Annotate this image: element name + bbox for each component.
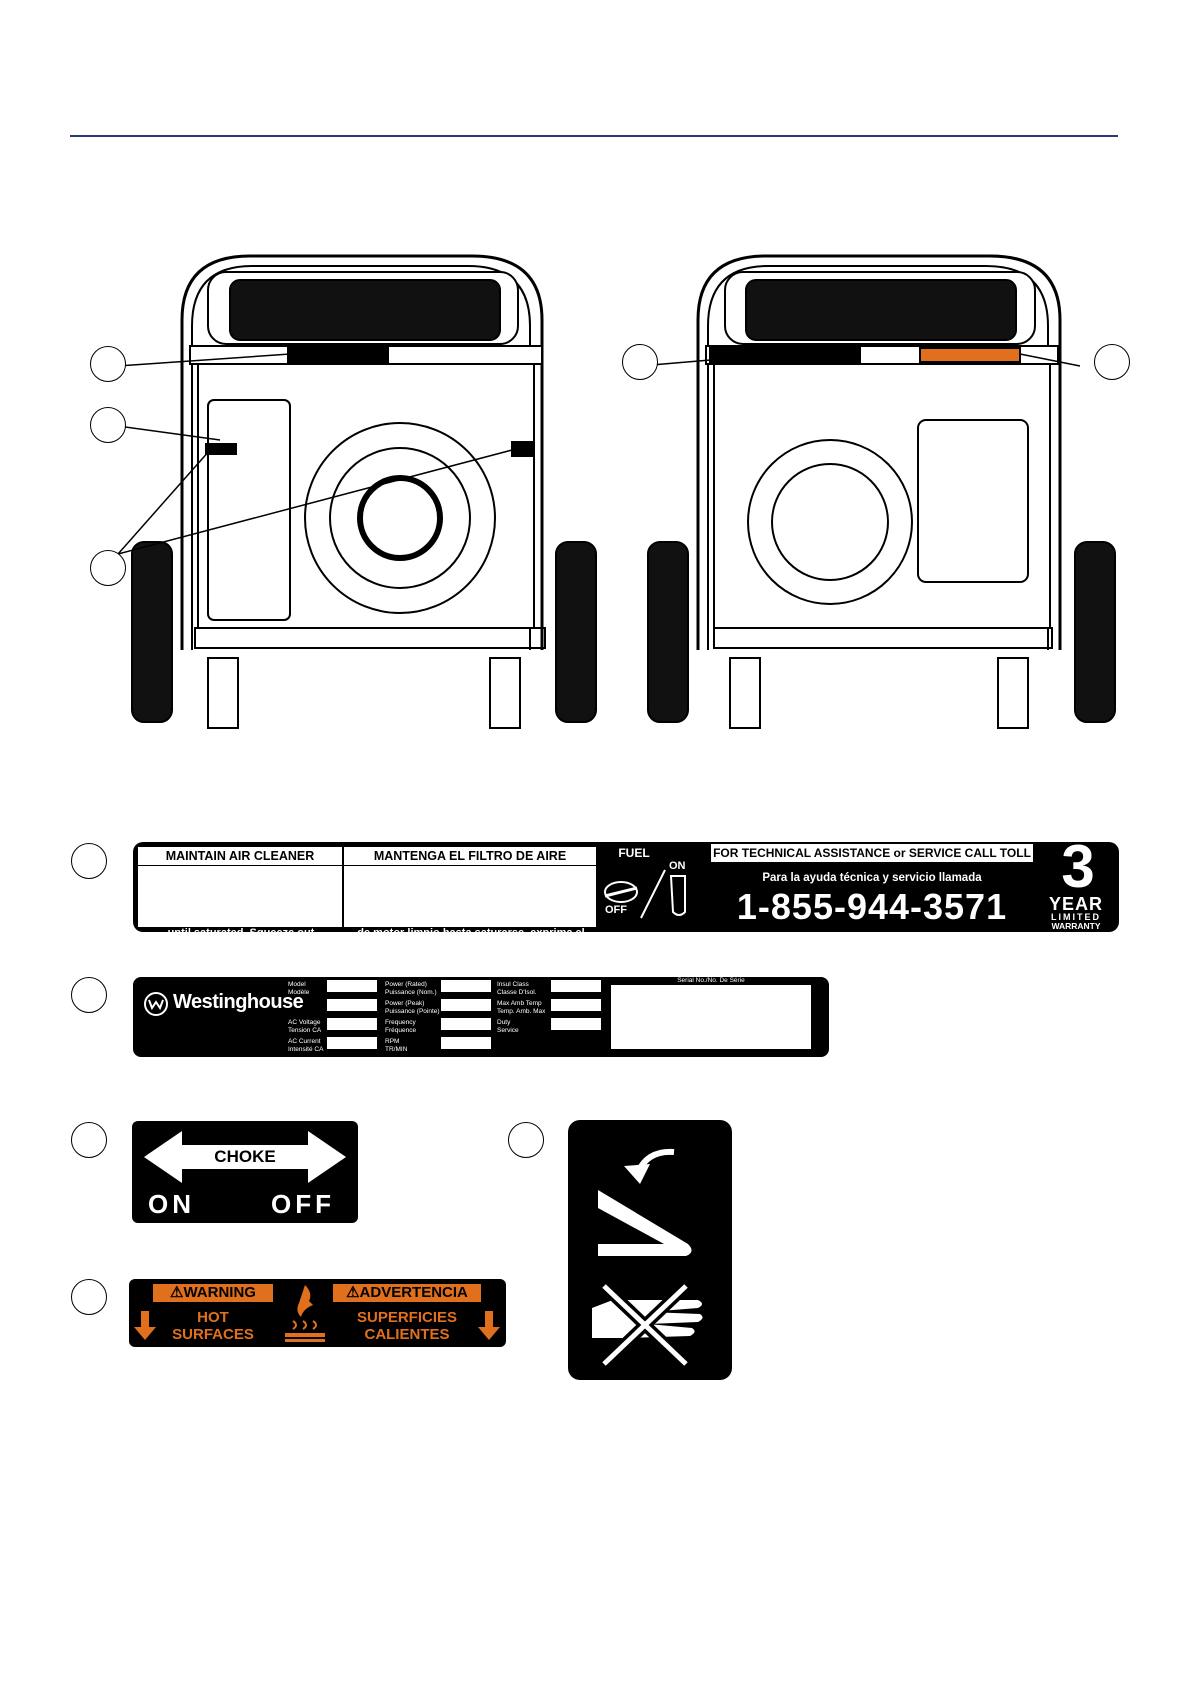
ac-voltage-label: AC Voltage Tension CA bbox=[288, 1019, 322, 1034]
frequency-label: Frequency Fréquence bbox=[385, 1019, 417, 1034]
choke-label: CHOKE bbox=[214, 1147, 276, 1166]
power-rated-label: Power (Rated) Puissance (Nom.) bbox=[385, 981, 437, 996]
decal-choke: CHOKE ON OFF bbox=[132, 1121, 358, 1223]
decal-rating-label: Westinghouse Model Modèle AC Voltage Ten… bbox=[133, 977, 829, 1057]
callout-circle bbox=[90, 407, 126, 443]
warranty-limited: LIMITED bbox=[1051, 912, 1101, 922]
duty-field bbox=[551, 1018, 601, 1030]
max-amb-temp-field bbox=[551, 999, 601, 1011]
fuel-off-label: OFF bbox=[605, 904, 627, 916]
warning-triangle-icon: ⚠ bbox=[170, 1284, 184, 1301]
ac-voltage-field bbox=[327, 1018, 377, 1030]
warning-label: WARNING bbox=[183, 1284, 256, 1301]
frequency-field bbox=[441, 1018, 491, 1030]
hot-surfaces-label: HOT SURFACES bbox=[172, 1309, 254, 1343]
power-peak-field bbox=[441, 999, 491, 1011]
air-cleaner-es-body: Limpielo según las instrucciones en el m… bbox=[349, 869, 593, 954]
warning-triangle-icon: ⚠ bbox=[346, 1284, 360, 1301]
down-arrow-icon bbox=[478, 1311, 500, 1340]
warranty-label: WARRANTY bbox=[1051, 921, 1101, 931]
fuel-valve-icon bbox=[604, 869, 686, 919]
tech-support-title: FOR TECHNICAL ASSISTANCE or SERVICE CALL… bbox=[711, 844, 1033, 878]
serial-field bbox=[611, 985, 811, 1049]
max-amb-temp-label: Max Amb Temp Temp. Amb. Max bbox=[497, 1000, 546, 1015]
generator-illustrations bbox=[117, 254, 1116, 729]
rpm-field bbox=[441, 1037, 491, 1049]
fuel-label: FUEL bbox=[618, 846, 650, 860]
recoil-pull-icon bbox=[592, 1148, 703, 1369]
callout-circle bbox=[622, 344, 658, 380]
model-field bbox=[327, 980, 377, 992]
callout-circle bbox=[90, 550, 126, 586]
air-cleaner-en-title: MAINTAIN AIR CLEANER bbox=[138, 847, 342, 866]
air-cleaner-es-title: MANTENGA EL FILTRO DE AIRE bbox=[344, 847, 596, 866]
warranty-year: YEAR bbox=[1048, 894, 1103, 914]
insul-class-field bbox=[551, 980, 601, 992]
advertencia-tag: ⚠ADVERTENCIA bbox=[333, 1284, 481, 1302]
advertencia-label: ADVERTENCIA bbox=[359, 1284, 468, 1301]
power-peak-label: Power (Peak) Puissance (Pointe) bbox=[385, 1000, 440, 1015]
generator-right-view bbox=[647, 254, 1116, 729]
callout-circle bbox=[71, 1279, 107, 1315]
air-cleaner-en-body: Rinse with cleansing solvent and dry onc… bbox=[144, 869, 338, 954]
decal-recoil-pictogram bbox=[568, 1120, 732, 1380]
brand-name: Westinghouse bbox=[173, 991, 304, 1013]
insul-class-label: Insul Class Classe D'Isol. bbox=[497, 981, 537, 996]
fuel-on-label: ON bbox=[669, 860, 686, 872]
callout-circle bbox=[508, 1122, 544, 1158]
callout-circle bbox=[1094, 344, 1130, 380]
westinghouse-logo-icon bbox=[144, 992, 168, 1016]
generator-left-view bbox=[131, 254, 597, 729]
double-arrow-icon bbox=[144, 1131, 346, 1183]
down-arrow-icon bbox=[134, 1311, 156, 1340]
warning-tag: ⚠WARNING bbox=[153, 1284, 273, 1302]
air-cleaner-es-panel: MANTENGA EL FILTRO DE AIRE bbox=[343, 846, 597, 928]
warranty-number: 3 bbox=[1061, 833, 1095, 900]
air-cleaner-en-panel: MAINTAIN AIR CLEANER bbox=[137, 846, 343, 928]
callout-leaders bbox=[117, 353, 1081, 555]
model-field-2 bbox=[327, 999, 377, 1011]
tech-support-subtitle: Para la ayuda técnica y servicio llamada bbox=[762, 872, 982, 884]
callout-circle bbox=[90, 346, 126, 382]
callout-circle bbox=[71, 843, 107, 879]
callout-circle bbox=[71, 977, 107, 1013]
decal-hot-surfaces: ⚠WARNING HOT SURFACES ⚠ADVERTENCIA SUPER… bbox=[129, 1279, 506, 1347]
choke-off-label: OFF bbox=[271, 1189, 335, 1219]
ac-current-field bbox=[327, 1037, 377, 1049]
duty-label: Duty Service bbox=[497, 1019, 519, 1034]
tech-support-phone: 1-855-944-3571 bbox=[736, 886, 1008, 927]
callout-circle bbox=[71, 1122, 107, 1158]
burned-hand-icon bbox=[285, 1285, 325, 1342]
power-rated-field bbox=[441, 980, 491, 992]
model-label: Model Modèle bbox=[288, 981, 310, 996]
choke-on-label: ON bbox=[148, 1189, 195, 1219]
rpm-label: RPM TR/MIN bbox=[385, 1038, 408, 1053]
decal-air-cleaner: MAINTAIN AIR CLEANER Rinse with cleansin… bbox=[133, 836, 1119, 954]
superficies-label: SUPERFICIES CALIENTES bbox=[356, 1309, 458, 1343]
header-rule bbox=[70, 135, 1118, 137]
serial-label: Serial No./No. De Série bbox=[677, 977, 745, 984]
ac-current-label: AC Current Intensité CA bbox=[288, 1038, 324, 1053]
